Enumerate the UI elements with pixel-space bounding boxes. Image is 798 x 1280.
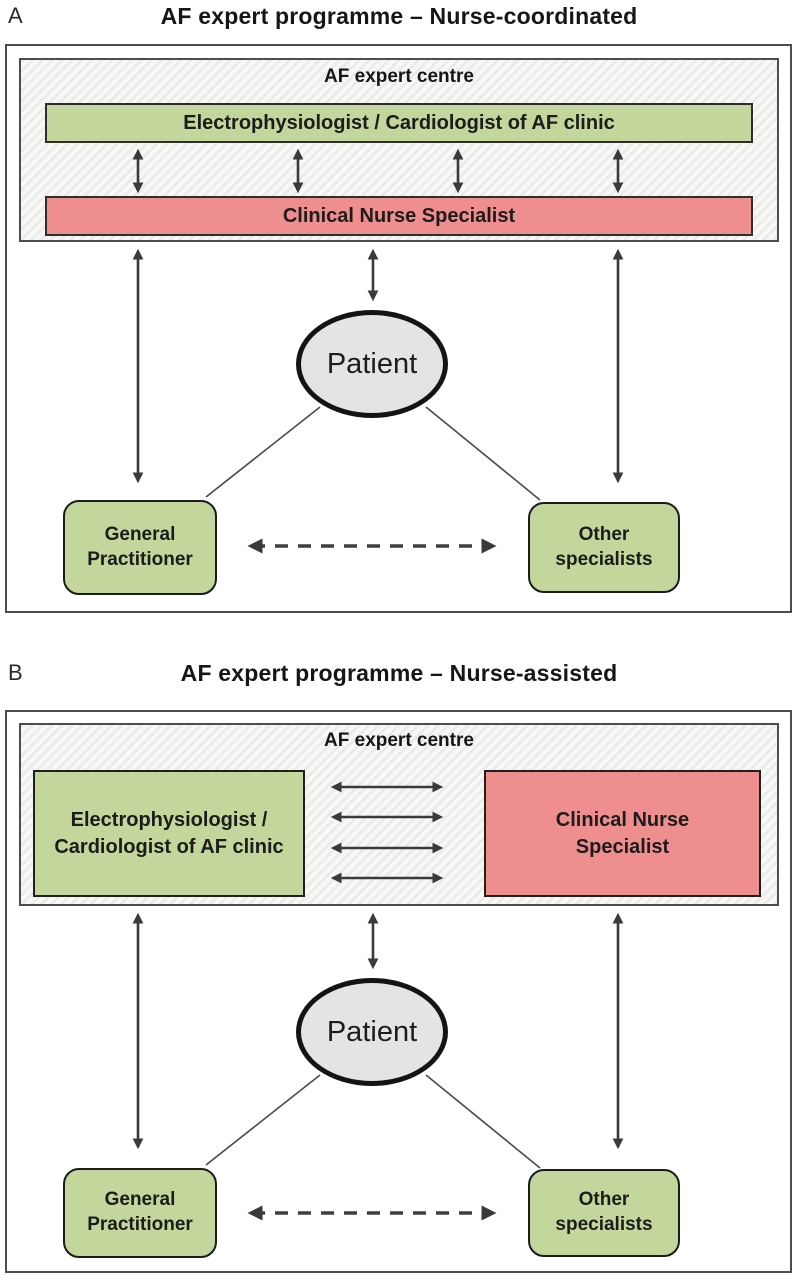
panel-b-patient-label: Patient [326, 1015, 418, 1048]
panel-a-patient-circle: Patient [296, 310, 448, 418]
panel-b-specialist-label: Electrophysiologist / Cardiologist of AF… [54, 808, 284, 858]
panel-b-specialist-box: Electrophysiologist / Cardiologist of AF… [33, 770, 305, 897]
panel-a-gp-box: General Practitioner [63, 500, 217, 595]
panel-a-nurse-label: Clinical Nurse Specialist [282, 204, 516, 227]
panel-b-gp-box: General Practitioner [63, 1168, 217, 1258]
panel-b-gp-label: General Practitioner [87, 1189, 193, 1235]
panel-b-other-specialists-box: Other specialists [528, 1169, 680, 1257]
panel-a-specialist-bar: Electrophysiologist / Cardiologist of AF… [45, 103, 753, 143]
panel-b-nurse-label: Clinical Nurse Specialist [555, 808, 690, 858]
panel-b-nurse-box: Clinical Nurse Specialist [484, 770, 761, 897]
panel-a-specialist-label: Electrophysiologist / Cardiologist of AF… [183, 111, 615, 134]
panel-b-title: AF expert programme – Nurse-assisted [180, 660, 618, 686]
panel-b: B AF expert programme – Nurse-assisted A… [0, 648, 798, 1280]
panel-a-other-specialists-box: Other specialists [528, 502, 680, 593]
panel-a: A AF expert programme – Nurse-coordinate… [5, 3, 792, 613]
panel-a-gp-label: General Practitioner [87, 523, 193, 570]
panel-a-af-expert-centre-title: AF expert centre [324, 66, 474, 87]
panel-b-other-specialists-label: Other specialists [555, 1189, 653, 1235]
panel-a-nurse-bar: Clinical Nurse Specialist [45, 196, 753, 236]
panel-b-label: B [8, 660, 23, 685]
panel-b-patient-circle: Patient [296, 978, 448, 1086]
panel-a-patient-label: Patient [326, 347, 418, 380]
panel-a-title: AF expert programme – Nurse-coordinated [160, 3, 638, 29]
panel-b-af-expert-centre-title: AF expert centre [324, 730, 474, 751]
panel-a-label: A [8, 3, 23, 28]
panel-a-other-specialists-label: Other specialists [555, 523, 653, 570]
